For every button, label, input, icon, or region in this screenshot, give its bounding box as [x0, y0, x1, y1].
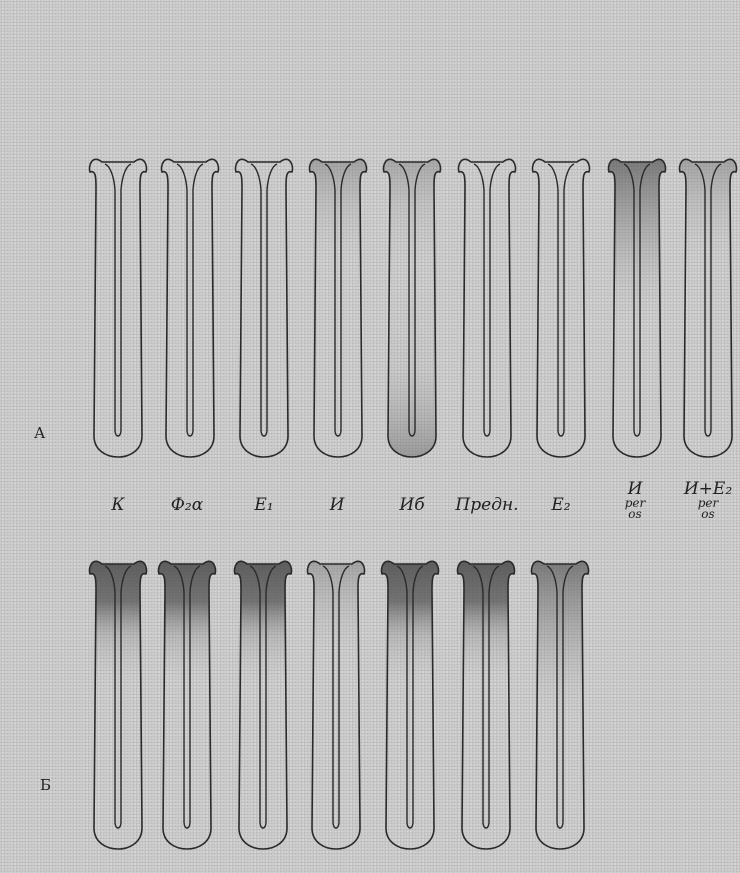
row-b-gland-7	[532, 561, 589, 849]
gland-outline	[384, 159, 441, 457]
gland-outline	[159, 561, 216, 849]
gland-outline	[382, 561, 439, 849]
row-a-gland-7	[533, 159, 590, 457]
row-b-gland-5	[382, 561, 439, 849]
column-label-e1: Е₁	[224, 496, 304, 514]
row-a-glands	[90, 159, 737, 457]
column-label-f2a: Ф₂α	[147, 496, 227, 514]
row-b-gland-2	[159, 561, 216, 849]
gland-outline	[90, 159, 147, 457]
row-a-gland-5	[384, 159, 441, 457]
gland-outline	[90, 561, 147, 849]
gland-outline	[533, 159, 590, 457]
column-label-control: К	[78, 496, 158, 514]
row-b-glands	[90, 561, 589, 849]
row-a-gland-9	[680, 159, 737, 457]
row-a-gland-8	[609, 159, 666, 457]
gland-outline	[680, 159, 737, 457]
row-b-gland-6	[458, 561, 515, 849]
row-a-gland-2	[162, 159, 219, 457]
gland-outline	[459, 159, 516, 457]
gland-outline	[162, 159, 219, 457]
row-a-gland-6	[459, 159, 516, 457]
row-b-gland-4	[308, 561, 365, 849]
row-a-gland-4	[310, 159, 367, 457]
row-b-gland-1	[90, 561, 147, 849]
gland-outline	[235, 561, 292, 849]
column-label-i-e2-per-os: И+Е₂ per os	[668, 480, 740, 520]
row-label-b: Б	[40, 776, 51, 794]
column-label-i-per-os: И per os	[595, 480, 675, 520]
gland-outline	[458, 561, 515, 849]
row-a-gland-1	[90, 159, 147, 457]
row-b-gland-3	[235, 561, 292, 849]
column-label-predn: Предн.	[447, 496, 527, 514]
gland-outline	[236, 159, 293, 457]
column-label-e2: Е₂	[521, 496, 601, 514]
column-label-i: И	[297, 496, 377, 514]
row-a-gland-3	[236, 159, 293, 457]
gland-outline	[308, 561, 365, 849]
gland-outline	[609, 159, 666, 457]
gland-outline	[532, 561, 589, 849]
column-label-ib: Иб	[372, 496, 452, 514]
row-label-a: А	[34, 424, 45, 442]
gland-outline	[310, 159, 367, 457]
